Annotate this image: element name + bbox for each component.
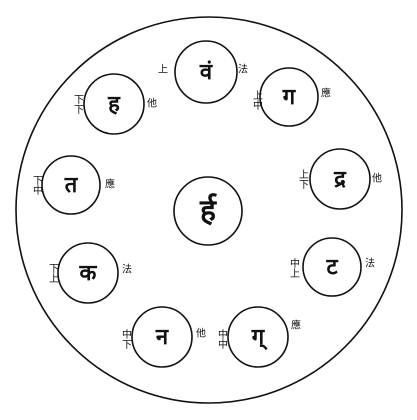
node-circle <box>227 306 289 368</box>
node-circle <box>259 67 319 127</box>
node-circle <box>302 237 362 297</box>
node-left-label: 下中 <box>31 175 43 196</box>
node-circle <box>131 306 193 368</box>
node-mid-right: द्र 上下 他 <box>297 148 382 210</box>
node-right-label: 他 <box>196 327 206 340</box>
node-left-label: 上下 <box>297 169 309 190</box>
node-upper-left: ह 下下 他 <box>72 73 157 135</box>
node-right-label: 法 <box>365 257 375 270</box>
node-upper-right: ग 上中 應 <box>251 67 331 127</box>
node-glyph: त <box>64 172 79 198</box>
node-circle <box>57 242 119 304</box>
node-mid-left: त 下中 應 <box>31 155 115 215</box>
center-glyph: र्ह <box>199 193 217 229</box>
node-left-label: 上 <box>158 64 168 76</box>
center-circle <box>173 176 243 246</box>
node-circle <box>174 40 238 104</box>
node-right-label: 法 <box>238 63 248 76</box>
node-lower-left: क 下上 法 <box>47 242 132 304</box>
node-glyph: द्र <box>333 166 347 192</box>
node-circle <box>309 148 371 210</box>
node-left-label: 中上 <box>288 257 300 278</box>
node-left-label: 中下 <box>120 328 132 350</box>
node-left-label: 下下 <box>72 94 84 115</box>
node-lower-right: ट 中上 法 <box>288 237 375 297</box>
node-left-label: 中中 <box>216 328 228 350</box>
node-left-label: 上中 <box>251 90 263 111</box>
node-right-label: 應 <box>291 319 301 332</box>
node-glyph: वं <box>199 59 213 85</box>
node-glyph: ग् <box>251 324 268 351</box>
node-right-label: 應 <box>321 87 331 100</box>
node-glyph: न <box>155 324 169 350</box>
node-bottom-right: ग् 中中 應 <box>216 306 301 368</box>
node-right-label: 應 <box>105 178 115 191</box>
node-circle <box>83 73 145 135</box>
node-left-label: 下上 <box>47 263 59 283</box>
node-right-label: 他 <box>372 172 382 185</box>
node-right-label: 他 <box>147 97 157 110</box>
node-bottom-left: न 中下 他 <box>120 306 206 368</box>
center-node: र्ह <box>173 176 243 246</box>
node-glyph: क <box>79 260 98 286</box>
node-glyph: ह <box>107 91 121 117</box>
node-glyph: ट <box>325 254 338 280</box>
node-right-label: 法 <box>122 263 132 276</box>
node-top: वं 上 法 <box>158 40 248 104</box>
node-glyph: ग <box>282 84 297 110</box>
node-circle <box>41 155 101 215</box>
